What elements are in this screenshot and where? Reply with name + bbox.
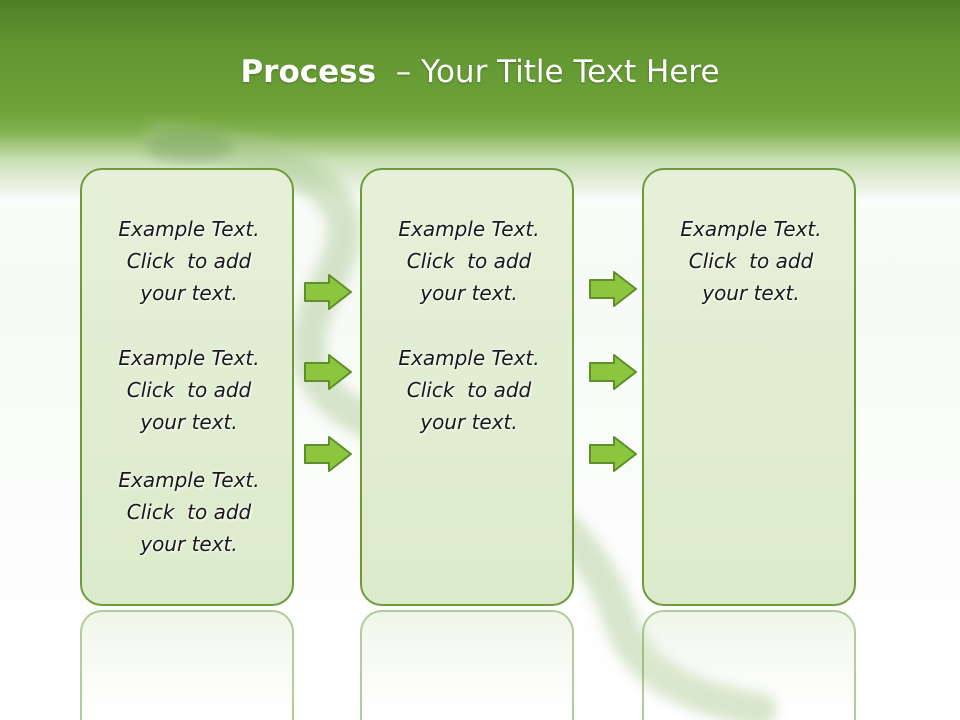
process-box-2-reflection	[360, 610, 574, 720]
title-bold: Process	[240, 54, 377, 90]
box-1-text-1[interactable]: Example Text. Click to add your text.	[118, 217, 260, 305]
process-box-1-reflection	[80, 610, 294, 720]
box-2-text-2[interactable]: Example Text. Click to add your text.	[398, 346, 540, 434]
header-band	[0, 0, 960, 200]
process-box-2[interactable]: Example Text. Click to add your text. Ex…	[360, 168, 574, 606]
box-3-text-1[interactable]: Example Text. Click to add your text.	[680, 217, 822, 305]
right-arrow-icon	[304, 436, 352, 472]
process-box-3-reflection	[642, 610, 856, 720]
right-arrow-icon	[589, 436, 637, 472]
process-box-1[interactable]: Example Text. Click to add your text. Ex…	[80, 168, 294, 606]
page-title[interactable]: Process – Your Title Text Here	[0, 54, 960, 90]
box-2-text-1[interactable]: Example Text. Click to add your text.	[398, 217, 540, 305]
process-box-3[interactable]: Example Text. Click to add your text.	[642, 168, 856, 606]
title-rest: – Your Title Text Here	[376, 54, 720, 90]
right-arrow-icon	[304, 274, 352, 310]
right-arrow-icon	[589, 271, 637, 307]
box-1-text-2[interactable]: Example Text. Click to add your text.	[118, 346, 260, 434]
box-1-text-3[interactable]: Example Text. Click to add your text.	[118, 468, 260, 556]
right-arrow-icon	[589, 354, 637, 390]
right-arrow-icon	[304, 354, 352, 390]
